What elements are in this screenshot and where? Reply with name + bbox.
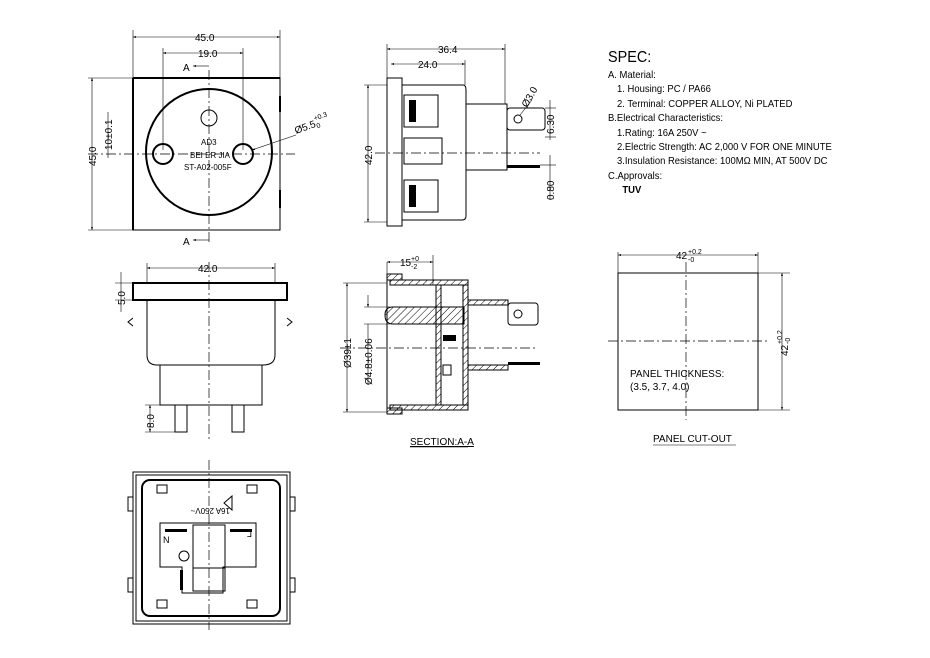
front-width-dim: 45.0 <box>195 33 215 44</box>
side-height-dim: 42.0 <box>364 145 375 165</box>
section-title: SECTION:A-A <box>410 437 474 448</box>
rear-view: 16A 250V~ N L <box>127 460 296 630</box>
terminal-width-dim: 6.30 <box>546 114 557 134</box>
terminal-length-dim: 8.0 <box>146 414 157 428</box>
cutout-width-tol-high: +0.2 <box>688 249 702 256</box>
spec-block: SPEC: A. Material: 1. Housing: PC / PA66… <box>608 48 832 198</box>
terminal-thickness-dim: 0.80 <box>546 180 557 200</box>
electrical-heading: B.Electrical Characteristics: <box>608 112 724 125</box>
flange-dim: 5.0 <box>117 291 128 305</box>
cutout-width-dim: 42 <box>676 251 688 262</box>
panel-thickness-label: PANEL THICKNESS: <box>630 369 724 380</box>
bottom-view: 42.0 5.0 8.0 <box>115 262 293 440</box>
section-depth-dim: 15 <box>400 258 412 269</box>
bottom-width-dim: 42.0 <box>198 264 218 275</box>
neutral-label: N <box>163 535 170 545</box>
cutout-height-dim: 42 <box>780 344 791 356</box>
depth-tol-low: -2 <box>411 264 417 271</box>
body-length-dim: 24.0 <box>418 60 438 71</box>
live-label: L <box>247 529 252 539</box>
panel-thickness-values: (3.5, 3.7, 4.0) <box>630 382 689 393</box>
hole-tol: +0.3 <box>313 111 328 122</box>
approvals-heading: C.Approvals: <box>608 169 663 182</box>
rear-rating-mark: 16A 250V~ <box>190 506 230 515</box>
hole-tol-low: 0 <box>316 122 322 130</box>
section-mark-top: A <box>183 63 190 74</box>
housing-spec: 1. Housing: PC / PA66 <box>617 83 711 96</box>
panel-cutout-title: PANEL CUT-OUT <box>653 434 732 445</box>
panel-cutout: 42 +0.2 -0 42 +0.2 -0 PANEL THICKNESS: (… <box>608 249 792 446</box>
terminal-spec: 2. Terminal: COPPER ALLOY, Ni PLATED <box>617 97 793 110</box>
warning-triangle-icon <box>223 494 233 512</box>
overall-length-dim: 36.4 <box>438 45 458 56</box>
section-diameter-dim: Ø39±1 <box>343 338 354 368</box>
cutout-height-tol-high: +0.2 <box>777 330 784 344</box>
side-view: 36.4 24.0 42.0 Ø3.0 6.30 0.80 <box>364 44 557 227</box>
cutout-height-tol-low: -0 <box>785 338 792 344</box>
pin-diameter-dim: Ø4.8±0.06 <box>364 338 375 385</box>
front-view: 45.0 19.0 A A 45.0 10±0.1 Ø5.5 +0.3 0 AD… <box>88 30 328 248</box>
strength-spec: 2.Electric Strength: AC 2,000 V FOR ONE … <box>617 141 832 154</box>
rating-spec: 1.Rating: 16A 250V ~ <box>617 126 707 139</box>
offset-dim: 10±0.1 <box>104 119 115 150</box>
material-heading: A. Material: <box>608 69 656 81</box>
section-mark-bottom: A <box>183 237 190 248</box>
depth-tol-high: +0 <box>411 256 419 263</box>
brand-name: BEI ER JIA <box>190 151 231 160</box>
section-view: 15 +0 -2 Ø39±1 Ø4.8±0.06 SECTION:A-A <box>340 255 540 448</box>
front-height-dim: 45.0 <box>88 146 99 166</box>
approval-tuv: TUV <box>622 184 642 197</box>
spec-title: SPEC: <box>608 49 652 66</box>
terminal-hole-dim: Ø3.0 <box>520 85 541 110</box>
brand-logo: AD3 <box>201 138 217 147</box>
model-number: ST-A02-005F <box>184 163 232 172</box>
cutout-width-tol-low: -0 <box>688 257 694 264</box>
pin-spacing-dim: 19.0 <box>198 49 218 60</box>
insulation-spec: 3.Insulation Resistance: 100MΩ MIN, AT 5… <box>617 155 828 168</box>
